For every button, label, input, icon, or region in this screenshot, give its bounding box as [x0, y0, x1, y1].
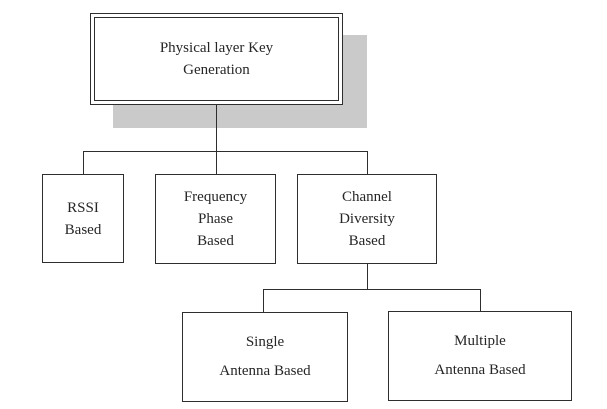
- node-physical-layer-key-generation: Physical layer Key Generation: [90, 13, 343, 105]
- node-physical-layer-key-generation-label: Physical layer Key Generation: [159, 40, 274, 78]
- node-rssi-based: RSSI Based: [42, 174, 124, 263]
- node-multiple-antenna-based-label: Multiple Antenna Based: [434, 333, 526, 378]
- node-channel-diversity-based-label: Channel Diversity Based: [339, 189, 395, 249]
- node-frequency-phase-based: Frequency Phase Based: [155, 174, 276, 264]
- connector-level2-horizontal: [263, 289, 481, 290]
- node-rssi-based-label: RSSI Based: [64, 199, 102, 238]
- node-single-antenna-based-label: Single Antenna Based: [219, 334, 311, 379]
- node-channel-diversity-based: Channel Diversity Based: [297, 174, 437, 264]
- node-frequency-phase-based-label: Frequency Phase Based: [183, 189, 248, 249]
- node-single-antenna-based: Single Antenna Based: [182, 312, 348, 402]
- connector-drop-single: [263, 289, 264, 312]
- connector-channel-stem: [367, 264, 368, 290]
- node-multiple-antenna-based: Multiple Antenna Based: [388, 311, 572, 401]
- connector-drop-channel: [367, 151, 368, 174]
- connector-level1-horizontal: [83, 151, 368, 152]
- connector-drop-rssi: [83, 151, 84, 174]
- connector-drop-multiple: [480, 289, 481, 311]
- connector-root-stem: [216, 105, 217, 174]
